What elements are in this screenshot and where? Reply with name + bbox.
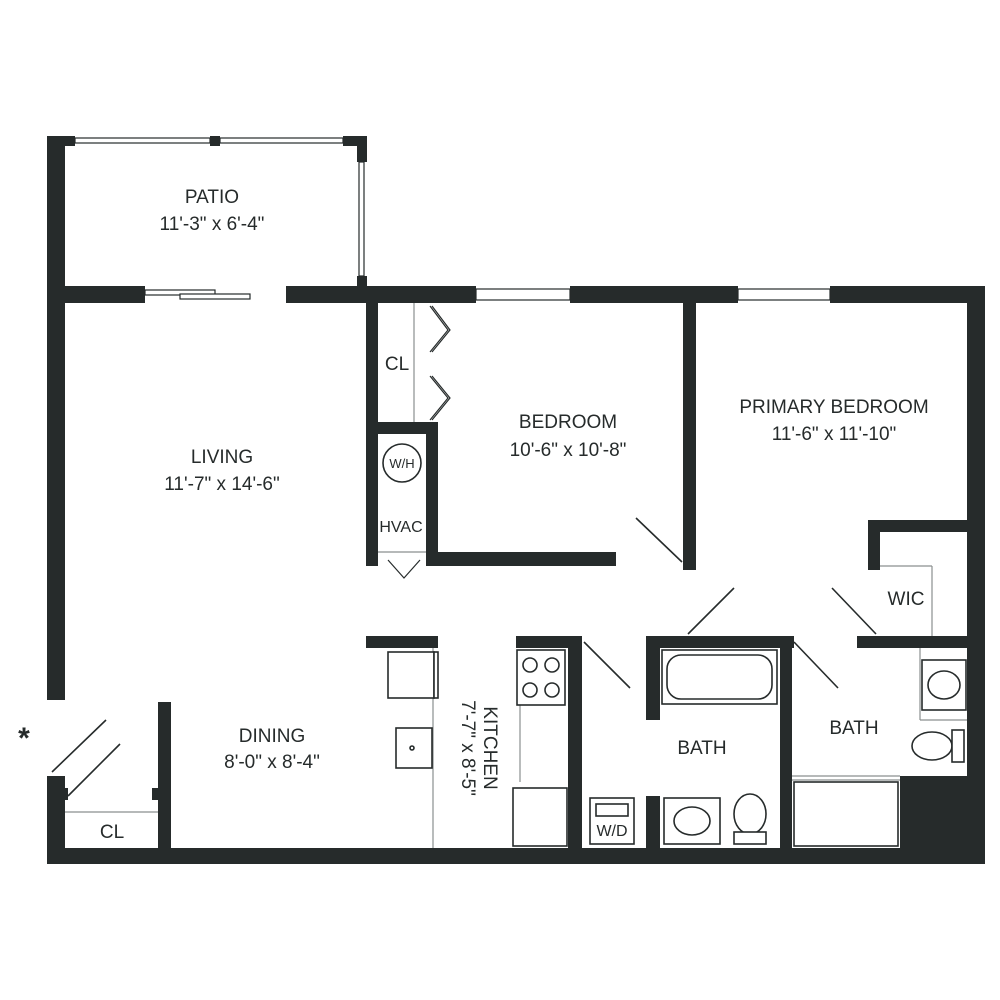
primary-bedroom-dims: 11'-6" x 11'-10" (772, 424, 897, 445)
dining-name: DINING (239, 726, 306, 747)
living-dims: 11'-7" x 14'-6" (164, 474, 279, 495)
bedroom-dims: 10'-6" x 10'-8" (510, 440, 627, 461)
patio-walls (47, 136, 367, 302)
refrigerator-icon (387, 651, 435, 699)
dining-dims: 8'-0" x 8'-4" (224, 752, 320, 773)
patio-sliding-door (144, 289, 251, 300)
washer-dryer-name: W/D (596, 823, 627, 840)
stove-icon (516, 649, 566, 706)
bath-2-name: BATH (829, 718, 878, 739)
entry-marker: * (18, 722, 30, 755)
doors (51, 305, 877, 797)
room-labels: PATIO 11'-3" x 6'-4" LIVING 11'-7" x 14'… (18, 187, 929, 843)
primary-bedroom-name: PRIMARY BEDROOM (739, 397, 928, 418)
bath-1-name: BATH (677, 738, 726, 759)
thin-lines (65, 303, 967, 848)
kitchen-dims: 7'-7" x 8'-5" (457, 700, 478, 796)
dishwasher-icon (512, 787, 568, 847)
living-name: LIVING (191, 447, 253, 468)
water-heater-name: W/H (389, 456, 414, 471)
fixtures (382, 443, 967, 847)
toilet-icon (911, 731, 953, 761)
closet-bedroom-name: CL (385, 354, 409, 375)
patio-railing (74, 137, 365, 277)
toilet-icon (733, 793, 767, 835)
closet-entry-name: CL (100, 822, 124, 843)
patio-dims: 11'-3" x 6'-4" (160, 214, 265, 235)
wic-name: WIC (888, 589, 925, 610)
patio-name: PATIO (185, 187, 239, 208)
exterior-walls (47, 286, 985, 864)
hvac-name: HVAC (379, 519, 422, 536)
kitchen-name: KITCHEN (479, 706, 500, 789)
water-heater-icon (382, 443, 422, 483)
interior-walls (60, 286, 985, 856)
windows (475, 288, 831, 301)
shower-icon (793, 781, 899, 847)
bedroom-name: BEDROOM (519, 412, 617, 433)
